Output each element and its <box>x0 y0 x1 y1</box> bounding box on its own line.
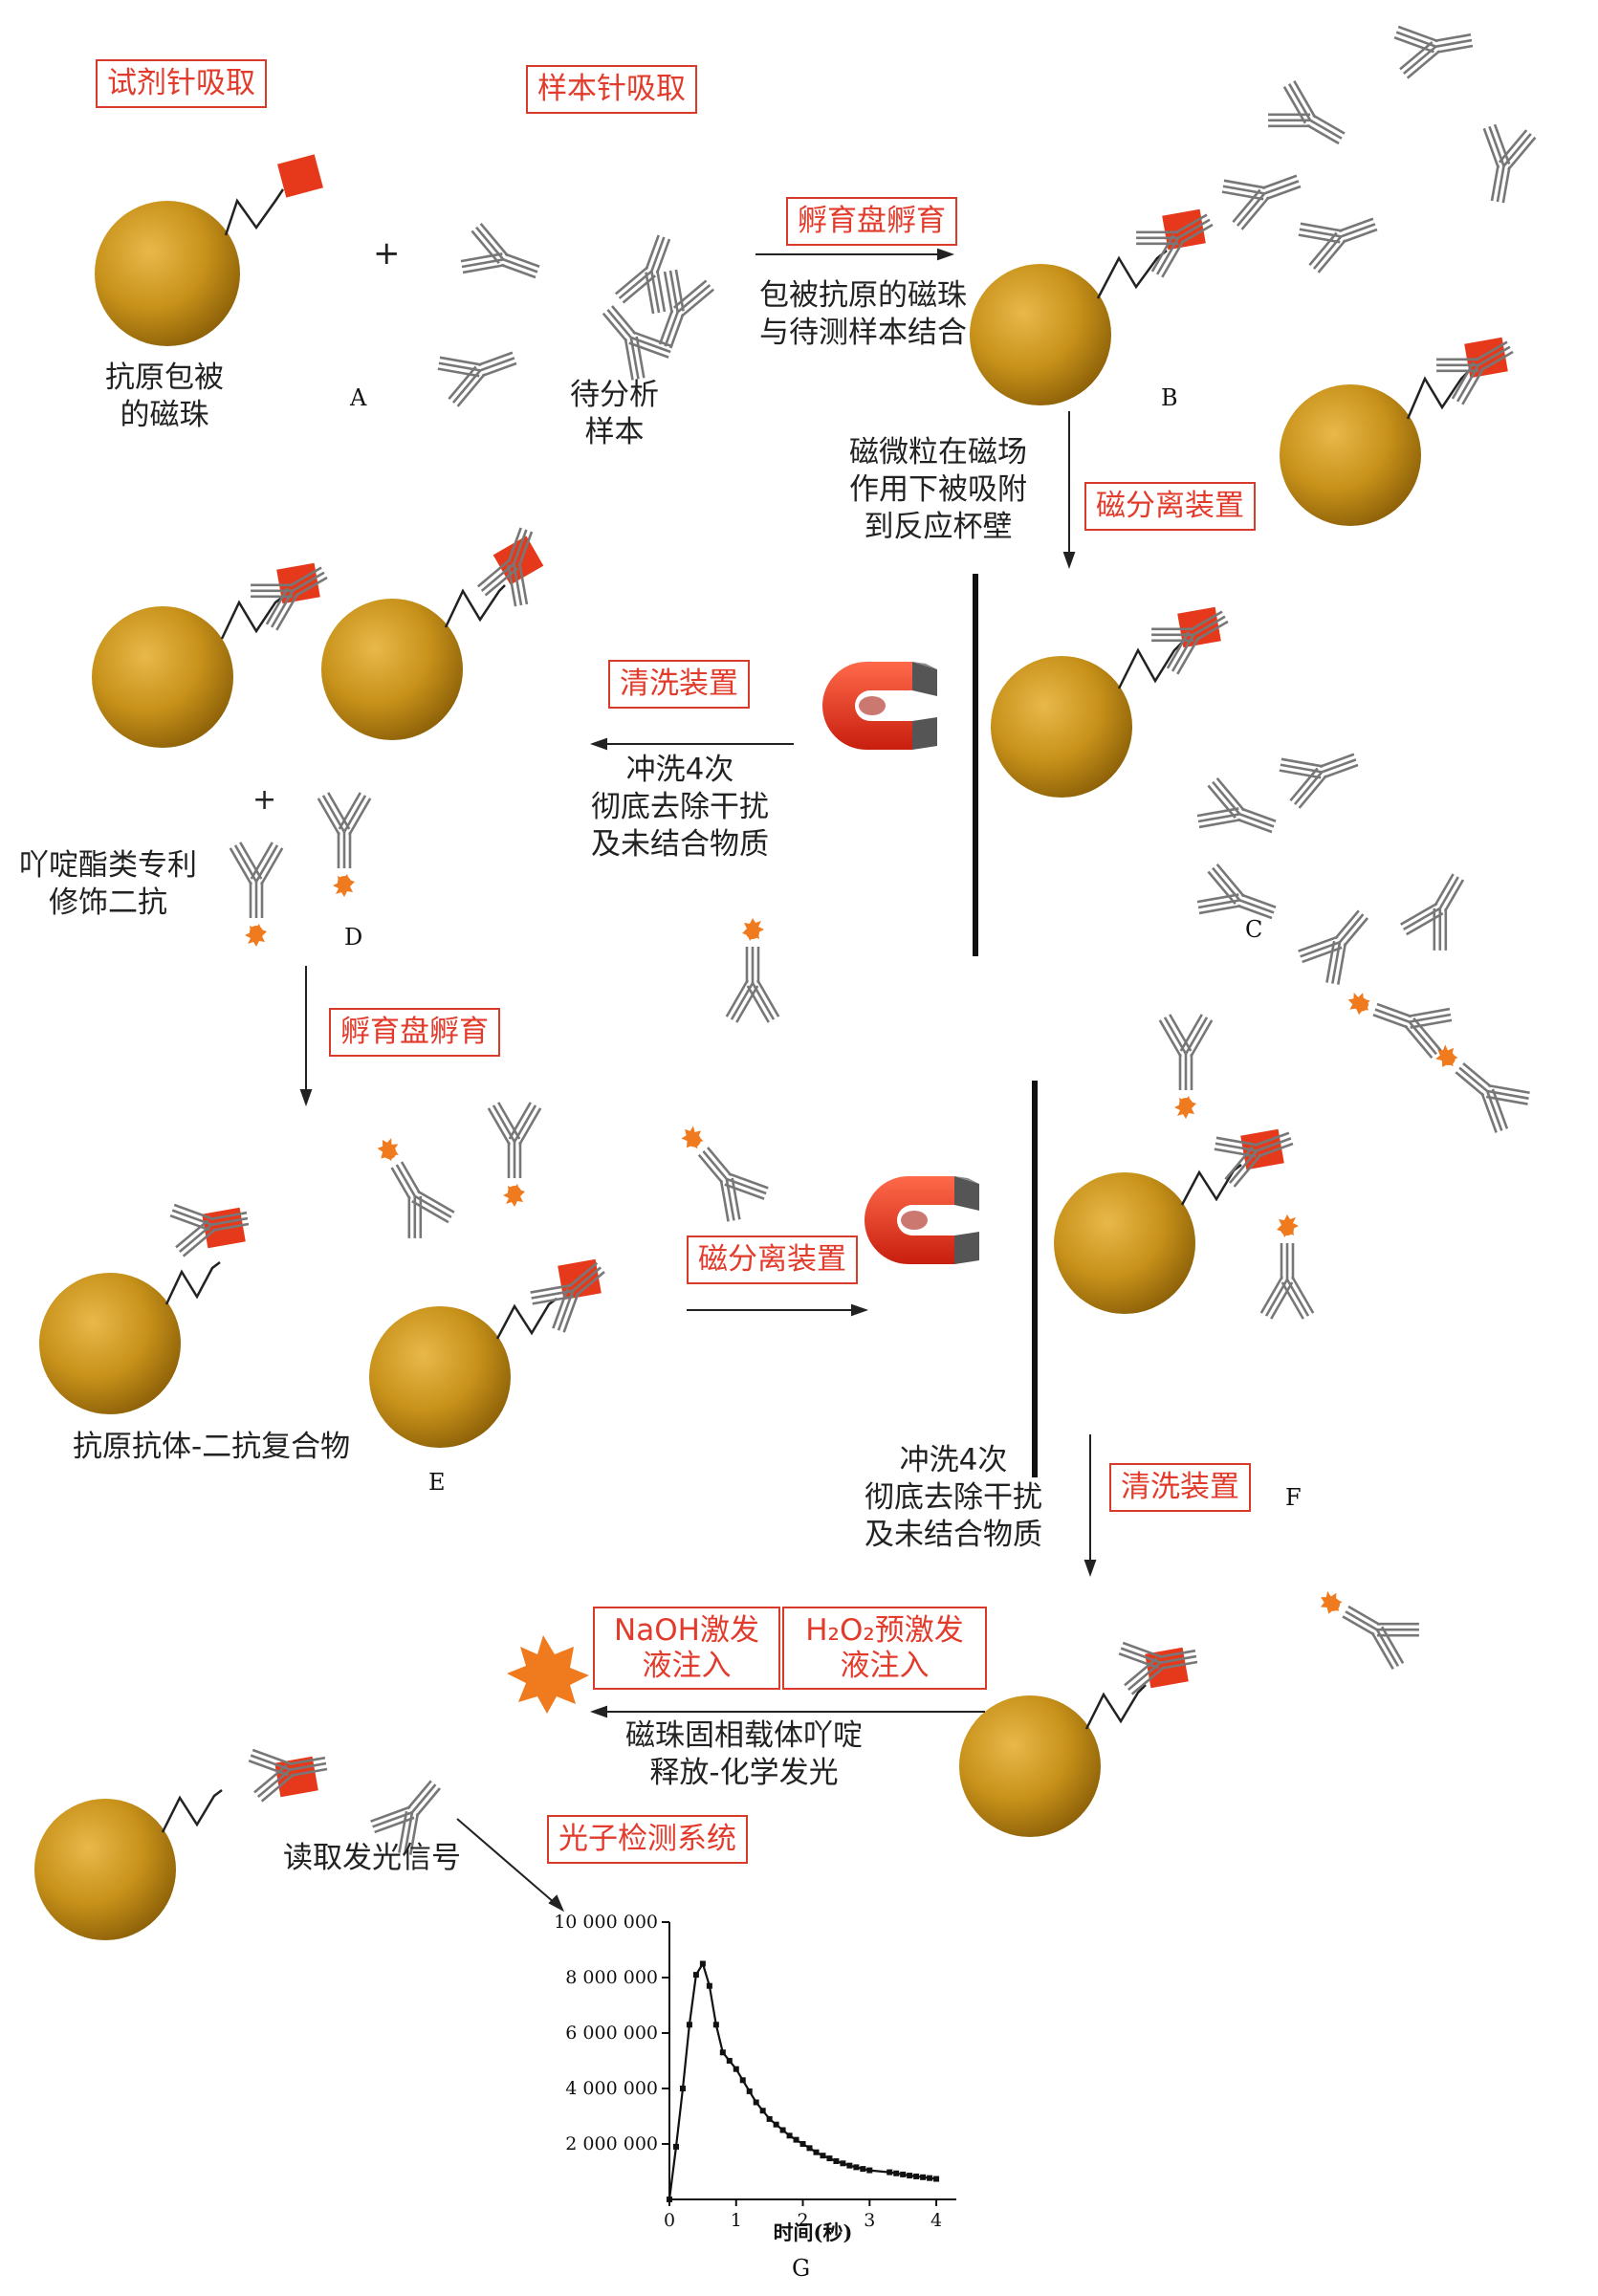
chart-data-point <box>813 2149 820 2155</box>
panel-c-complex <box>991 592 1239 798</box>
chart-data-point <box>887 2169 893 2176</box>
chart-data-point <box>766 2115 773 2122</box>
sample-caption: 待分析 样本 <box>570 378 659 449</box>
chart-data-point <box>686 2022 692 2028</box>
bead-caption: 抗原包被 的磁珠 <box>105 361 224 432</box>
chart-x-tick-label: 1 <box>731 2210 742 2231</box>
panel-b-complexes <box>970 13 1538 526</box>
chart-data-point <box>706 1982 712 1989</box>
complex-caption: 抗原抗体-二抗复合物 <box>73 1430 351 1464</box>
panel-g-emitting-complex <box>34 1575 1424 1940</box>
chart-data-point <box>779 2127 786 2133</box>
panel-f-complex <box>1054 1029 1534 1314</box>
chart-x-tick-label: 4 <box>930 2210 942 2231</box>
chart-data-point <box>826 2155 833 2162</box>
panel-letter-g: G <box>792 2255 811 2282</box>
panel-letter-f: F <box>1285 1484 1302 1511</box>
chart-x-tick-label: 2 <box>797 2210 808 2231</box>
chart-data-point <box>712 2022 719 2028</box>
panel-letter-c: C <box>1245 916 1263 943</box>
chart-data-point <box>913 2173 920 2179</box>
panel-letter-b: B <box>1161 384 1178 411</box>
chart-data-point <box>699 1960 706 1967</box>
chart-data-point <box>672 2143 679 2150</box>
step-bc-caption: 磁微粒在磁场 作用下被吸附 到反应杯壁 <box>849 435 1027 544</box>
panel-letter-e: E <box>428 1469 446 1496</box>
chart-data-point <box>820 2153 826 2159</box>
chart-data-point <box>927 2175 933 2181</box>
reagent-probe-box: 试剂针吸取 <box>96 59 267 108</box>
chart-data-point <box>759 2108 766 2114</box>
chart-data-point <box>773 2121 779 2128</box>
chart-data-point <box>920 2174 927 2180</box>
panel-f-magnet <box>865 1176 979 1264</box>
chart-data-point <box>907 2173 913 2179</box>
chart-data-point <box>933 2176 940 2182</box>
chart-data-point <box>833 2157 840 2164</box>
chart-data-point <box>786 2132 793 2139</box>
magnetic-separation-box-1: 磁分离装置 <box>1084 482 1256 531</box>
chart-data-point <box>893 2170 900 2176</box>
photon-chart: 2 000 000 4 000 000 6 000 000 8 000 000 10 0… <box>554 1912 956 2244</box>
panel-a-bead <box>95 154 323 346</box>
chart-data-point <box>746 2088 753 2094</box>
plus-sign-1: + <box>373 234 401 273</box>
incubation-box-2: 孵育盘孵育 <box>329 1008 500 1057</box>
washing-box-1: 清洗装置 <box>608 660 750 709</box>
flow-arrows <box>299 248 1097 1913</box>
chart-data-point <box>753 2099 759 2106</box>
chart-data-point <box>692 1972 699 1979</box>
step-ab-caption: 包被抗原的磁珠 与待测样本结合 <box>759 278 967 350</box>
panel-d-washed-complexes <box>92 519 553 748</box>
chart-data-point <box>719 2049 726 2056</box>
acridinium-caption: 吖啶酯类专利 修饰二抗 <box>19 848 197 920</box>
washing-box-2: 清洗装置 <box>1109 1463 1251 1512</box>
read-signal-caption: 读取发光信号 <box>283 1841 461 1875</box>
step-f-caption: 冲洗4次 彻底去除干扰 及未结合物质 <box>865 1443 1042 1552</box>
incubation-box-1: 孵育盘孵育 <box>786 197 957 246</box>
step-g-caption: 磁珠固相载体吖啶 释放-化学发光 <box>625 1718 863 1790</box>
chart-data-point <box>866 2167 873 2174</box>
chart-data-point <box>806 2145 813 2152</box>
step-cd-caption: 冲洗4次 彻底去除干扰 及未结合物质 <box>591 753 769 862</box>
chart-series-line <box>668 1960 937 2200</box>
chart-data-point <box>799 2141 806 2147</box>
chart-data-point <box>793 2136 799 2143</box>
chart-data-point <box>853 2164 860 2171</box>
panel-c-magnet <box>822 662 937 750</box>
panel-letter-a: A <box>350 384 367 411</box>
free-labeled-antibody <box>727 918 778 1022</box>
chart-data-point <box>846 2162 853 2169</box>
chart-y-tick-label: 4 000 000 <box>565 2078 658 2099</box>
chart-data-point <box>840 2160 846 2167</box>
magnetic-separation-box-2: 磁分离装置 <box>687 1235 858 1284</box>
plus-sign-2: + <box>252 783 277 817</box>
panel-c-unbound-antibodies <box>1193 733 1482 991</box>
chart-data-point <box>900 2171 907 2177</box>
chart-data-point <box>739 2077 746 2084</box>
sample-probe-box: 样本针吸取 <box>526 65 697 114</box>
h2o2-injection-box: H₂O₂预激发 液注入 <box>782 1607 987 1691</box>
chart-y-tick-label: 10 000 000 <box>554 1912 658 1933</box>
chart-y-tick-label: 2 000 000 <box>565 2133 658 2154</box>
panel-e-complexes <box>39 1103 772 1448</box>
chart-data-point <box>726 2058 733 2064</box>
panel-letter-d: D <box>344 924 363 951</box>
chart-data-point <box>733 2066 739 2072</box>
chart-y-tick-label: 6 000 000 <box>565 2023 658 2044</box>
chart-data-point <box>679 2086 686 2091</box>
chart-y-tick-label: 8 000 000 <box>565 1967 658 1988</box>
photon-detection-box: 光子检测系统 <box>547 1815 748 1864</box>
chart-x-tick-label: 3 <box>864 2210 875 2231</box>
chart-x-tick-label: 0 <box>664 2210 675 2231</box>
naoh-injection-box: NaOH激发 液注入 <box>593 1607 780 1691</box>
panel-f-unbound-labeled <box>1160 975 1456 1319</box>
chart-data-point <box>667 2197 672 2202</box>
chart-data-point <box>860 2166 866 2173</box>
chart-x-axis-label: 时间(秒) <box>774 2220 853 2244</box>
